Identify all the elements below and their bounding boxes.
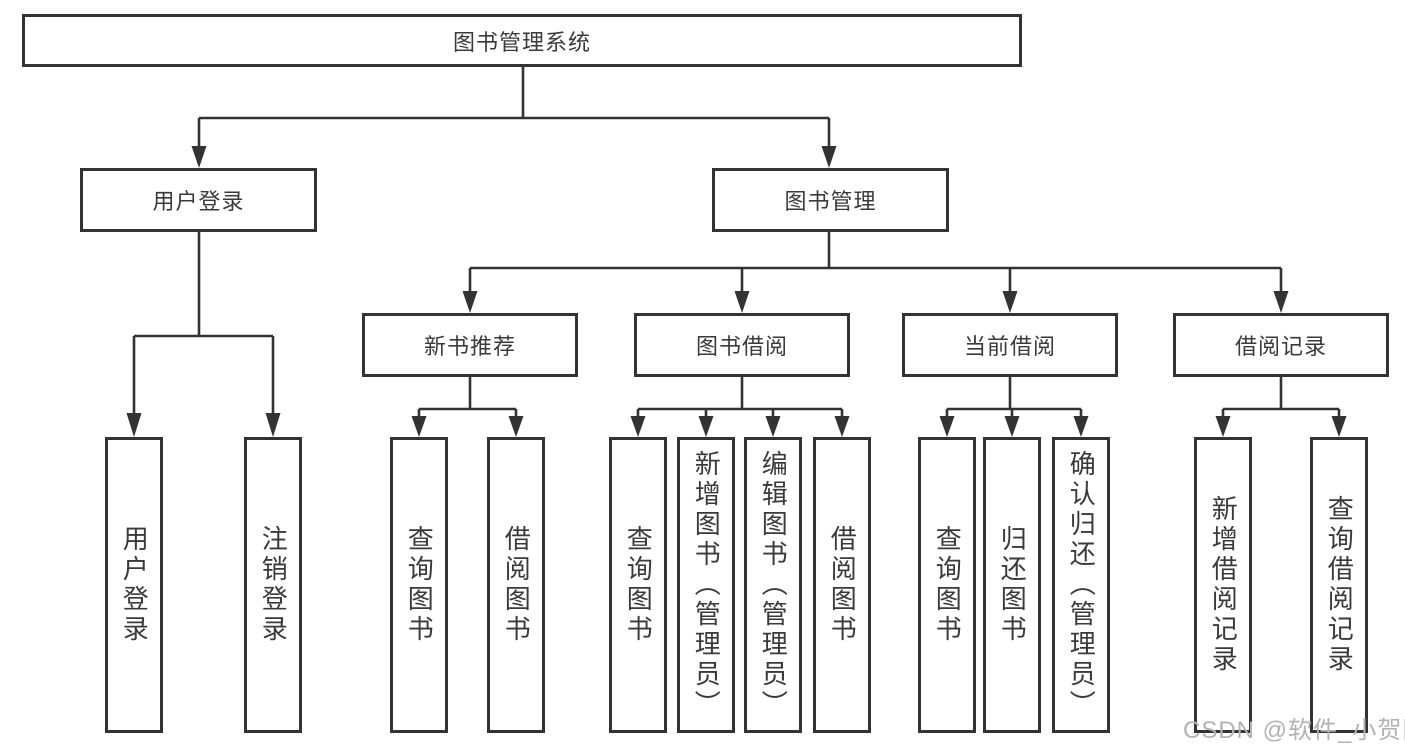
node-borrowing-records: 借阅记录 bbox=[1173, 313, 1389, 377]
node-label: 图书管理 bbox=[784, 189, 877, 214]
node-label: 编辑图书（管理员） bbox=[758, 450, 789, 720]
leaf-user-login: 用户登录 bbox=[105, 437, 163, 733]
node-label: 借阅记录 bbox=[1234, 334, 1327, 359]
leaf-query-books-current: 查询图书 bbox=[918, 437, 976, 733]
leaf-add-borrow-record: 新增借阅记录 bbox=[1194, 437, 1252, 733]
leaf-add-book-admin: 新增图书（管理员） bbox=[677, 437, 735, 733]
node-label: 新增图书（管理员） bbox=[691, 450, 722, 720]
node-label: 用户登录 bbox=[119, 525, 150, 645]
leaf-query-books-recommend: 查询图书 bbox=[390, 437, 448, 733]
node-label: 归还图书 bbox=[997, 525, 1028, 645]
node-label: 借阅图书 bbox=[501, 525, 532, 645]
node-label: 当前借阅 bbox=[963, 334, 1056, 359]
node-label: 确认归还（管理员） bbox=[1066, 450, 1097, 720]
node-label: 图书管理系统 bbox=[452, 29, 591, 55]
node-label: 新书推荐 bbox=[423, 334, 516, 359]
node-label: 注销登录 bbox=[258, 525, 289, 645]
node-label: 查询图书 bbox=[932, 525, 963, 645]
node-book-management: 图书管理 bbox=[712, 168, 949, 232]
node-label: 查询图书 bbox=[623, 525, 654, 645]
leaf-confirm-return-admin: 确认归还（管理员） bbox=[1052, 437, 1110, 733]
node-book-borrowing: 图书借阅 bbox=[634, 313, 850, 377]
node-label: 图书借阅 bbox=[695, 334, 788, 359]
leaf-logout: 注销登录 bbox=[244, 437, 302, 733]
leaf-return-books: 归还图书 bbox=[983, 437, 1041, 733]
csdn-watermark: CSDN @软件_小贺同学 bbox=[1183, 717, 1405, 744]
node-current-borrowing: 当前借阅 bbox=[902, 313, 1118, 377]
node-label: 借阅图书 bbox=[827, 525, 858, 645]
node-label: 查询图书 bbox=[404, 525, 435, 645]
node-root-library-management-system: 图书管理系统 bbox=[22, 14, 1022, 67]
leaf-borrow-books-borrowing: 借阅图书 bbox=[813, 437, 871, 733]
leaf-query-books-borrowing: 查询图书 bbox=[609, 437, 667, 733]
leaf-edit-book-admin: 编辑图书（管理员） bbox=[744, 437, 802, 733]
node-label: 查询借阅记录 bbox=[1324, 495, 1355, 675]
node-label: 新增借阅记录 bbox=[1208, 495, 1239, 675]
leaf-borrow-books-recommend: 借阅图书 bbox=[487, 437, 545, 733]
node-new-book-recommend: 新书推荐 bbox=[362, 313, 578, 377]
leaf-query-borrow-record: 查询借阅记录 bbox=[1310, 437, 1368, 733]
node-user-login: 用户登录 bbox=[80, 168, 317, 232]
node-label: 用户登录 bbox=[152, 189, 245, 214]
